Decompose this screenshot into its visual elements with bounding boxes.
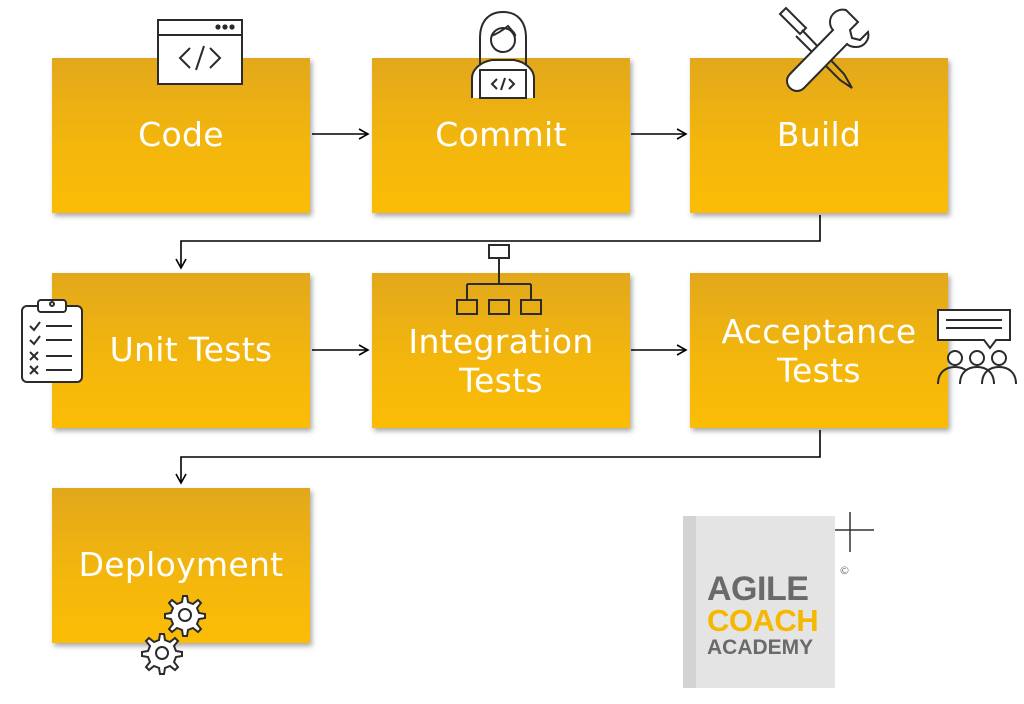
connector-acceptance-deploy: [175, 430, 821, 485]
checklist-clipboard-icon: [21, 299, 83, 383]
step-commit-label: Commit: [435, 115, 567, 155]
hierarchy-icon: [456, 244, 542, 315]
agile-coach-academy-logo: AGILE COACH ACADEMY ©: [683, 516, 850, 688]
developer-laptop-icon: [471, 10, 535, 99]
wrench-screwdriver-icon: [778, 6, 870, 92]
code-window-icon: [157, 19, 243, 85]
step-deployment-label: Deployment: [78, 545, 284, 585]
gears-icon: [141, 595, 206, 675]
logo-line-agile: AGILE: [707, 570, 809, 608]
step-build: Build: [690, 58, 948, 213]
step-build-label: Build: [776, 115, 862, 155]
logo-background: [683, 516, 835, 688]
connector-build-unit: [175, 215, 821, 270]
logo-copyright: ©: [839, 564, 850, 577]
logo-line-coach: COACH: [707, 603, 819, 638]
feedback-team-icon: [937, 309, 1017, 385]
step-commit: Commit: [372, 58, 630, 213]
step-unit-tests: Unit Tests: [52, 273, 310, 428]
logo-text: AGILE COACH ACADEMY: [707, 572, 837, 660]
logo-line-academy: ACADEMY: [707, 636, 814, 659]
step-acceptance-tests: Acceptance Tests: [690, 273, 948, 428]
step-acceptance-tests-label: Acceptance Tests: [721, 311, 917, 390]
logo-crosshair-mark: [830, 512, 874, 552]
step-unit-tests-label: Unit Tests: [109, 330, 273, 370]
step-code-label: Code: [138, 115, 224, 155]
step-integration-tests-label: Integration Tests: [408, 321, 594, 400]
step-integration-tests: Integration Tests: [372, 273, 630, 428]
